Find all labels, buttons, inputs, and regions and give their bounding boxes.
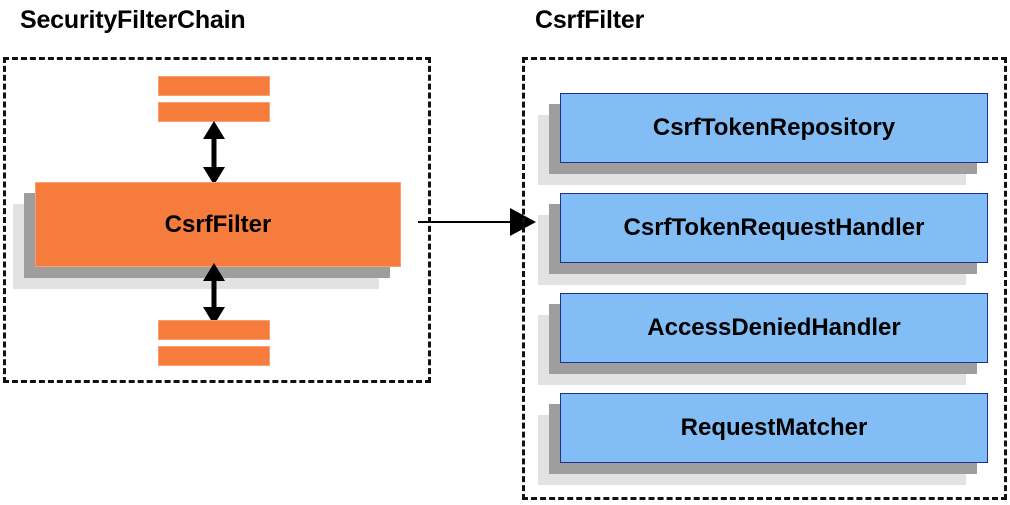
panel-title-csrf-filter: CsrfFilter bbox=[535, 6, 645, 34]
arrow-bidirectional-above bbox=[203, 121, 225, 185]
component-face: CsrfTokenRepository bbox=[560, 93, 988, 163]
connector-arrow-to-csrf-filter-detail bbox=[418, 208, 536, 236]
component-csrf-token-repository[interactable]: CsrfTokenRepository bbox=[538, 93, 988, 185]
component-face: AccessDeniedHandler bbox=[560, 293, 988, 363]
component-label: CsrfFilter bbox=[164, 210, 272, 238]
filter-stub-bar-bottom-2 bbox=[158, 346, 270, 366]
panel-csrf-filter bbox=[522, 57, 1007, 500]
component-label: CsrfTokenRequestHandler bbox=[623, 214, 925, 241]
component-request-matcher[interactable]: RequestMatcher bbox=[538, 393, 988, 485]
component-label: RequestMatcher bbox=[680, 414, 868, 441]
filter-stub-bar-top-2 bbox=[158, 102, 270, 122]
component-label: CsrfTokenRepository bbox=[652, 114, 896, 141]
panel-title-security-filter-chain: SecurityFilterChain bbox=[20, 6, 246, 34]
component-access-denied-handler[interactable]: AccessDeniedHandler bbox=[538, 293, 988, 385]
component-label: AccessDeniedHandler bbox=[647, 314, 901, 341]
arrow-bidirectional-below bbox=[203, 263, 225, 325]
panel-security-filter-chain bbox=[3, 57, 431, 383]
component-csrf-filter[interactable]: CsrfFilter bbox=[13, 182, 401, 289]
component-face: CsrfTokenRequestHandler bbox=[560, 193, 988, 263]
component-csrf-token-request-handler[interactable]: CsrfTokenRequestHandler bbox=[538, 193, 988, 285]
filter-stub-bar-top-1 bbox=[158, 76, 270, 96]
component-face: CsrfFilter bbox=[35, 182, 401, 267]
filter-stub-bar-bottom-1 bbox=[158, 320, 270, 340]
component-face: RequestMatcher bbox=[560, 393, 988, 463]
